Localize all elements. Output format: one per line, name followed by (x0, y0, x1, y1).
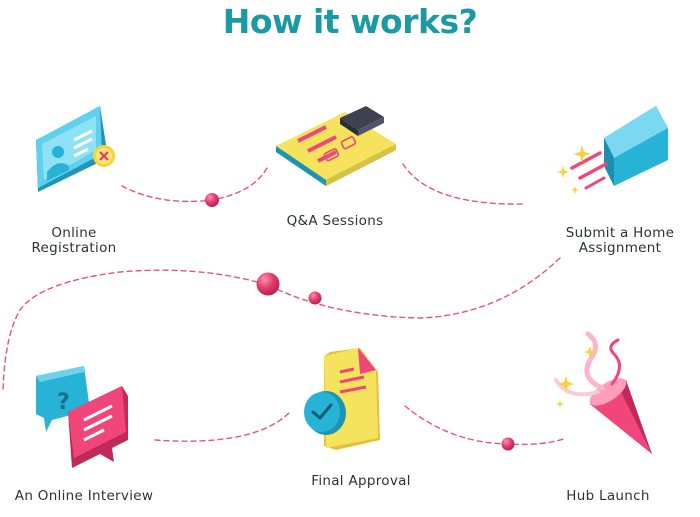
step-label-qa-sessions: Q&A Sessions (286, 213, 384, 229)
connector-node (308, 291, 322, 305)
id-card-icon (36, 106, 115, 192)
approved-document-icon (304, 348, 380, 450)
step-label-home-assignment: Submit a Home Assignment (565, 225, 675, 256)
step-label-online-registration: Online Registration (31, 225, 117, 256)
party-popper-icon (554, 331, 652, 454)
connector-node (205, 193, 219, 207)
step-label-final-approval: Final Approval (311, 473, 411, 489)
connector-registration-to-qa (121, 165, 269, 203)
step-label-hub-launch: Hub Launch (566, 488, 650, 504)
envelope-icon (557, 106, 668, 194)
connector-approval-to-launch (404, 405, 567, 446)
step-label-online-interview: An Online Interview (14, 488, 154, 504)
svg-text:?: ? (57, 390, 70, 415)
connector-interview-to-approval (154, 411, 291, 442)
page-title: How it works? (222, 2, 478, 41)
connector-node (501, 437, 515, 451)
connector-qa-to-assignment (402, 163, 526, 205)
clipboard-checklist-icon (276, 106, 396, 186)
chat-bubbles-icon: ? (36, 366, 128, 468)
connector-node-large (256, 272, 280, 296)
connector-assignment-to-interview (2, 257, 561, 391)
